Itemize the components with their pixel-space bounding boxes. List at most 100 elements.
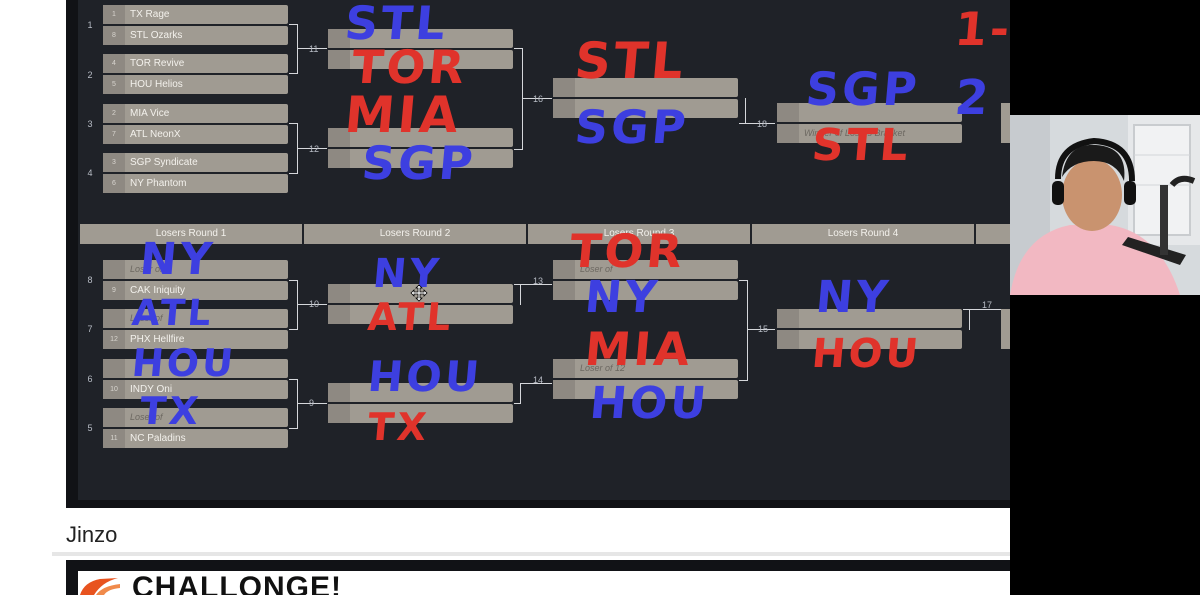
slot-placeholder: Loser of 12 [580,363,626,373]
seed-number [553,359,575,378]
bracket-connector [289,280,298,330]
slot-placeholder: Winner of Losers Bracket [804,128,905,138]
match-slot-bottom[interactable]: 7 ATL NeonX [103,125,288,144]
match-slot-top[interactable] [777,103,962,122]
match-number: 9 [309,398,315,408]
match-slot-bottom[interactable] [328,404,513,423]
annotation-ink: STL [809,120,914,171]
match-slot-top[interactable]: 4 TOR Revive [103,54,288,73]
bracket-connector [514,284,521,305]
annotation-ink: HOU [130,341,238,385]
match-slot-bottom[interactable] [553,281,738,300]
seed-number [777,124,799,143]
match-number: 15 [758,324,769,334]
annotation-ink: HOU [587,378,712,429]
winners-round-seat: 2 [87,70,93,80]
team-name: PHX Hellfire [130,334,185,345]
match-number: 14 [533,375,544,385]
annotation-ink: NY [582,272,662,323]
team-name: NY Phantom [130,178,187,189]
next-match-card-edge [1001,103,1010,143]
seed-number [328,50,350,69]
seed-number [553,260,575,279]
team-name: HOU Helios [130,79,183,90]
match-slot-bottom[interactable] [328,305,513,324]
match-slot-top[interactable] [777,309,962,328]
losers-round-seat: 6 [87,374,93,384]
next-match-card-edge [1001,309,1010,349]
match-card[interactable]: Loser of 12 [553,359,738,399]
next-embed-content [78,571,1010,595]
match-slot-top[interactable]: Loser of 12 [553,359,738,378]
match-slot-top[interactable] [553,78,738,97]
seed-number [328,284,350,303]
seed-number [328,305,350,324]
match-card[interactable] [777,309,962,349]
match-number: 17 [982,300,993,310]
match-slot-top[interactable] [328,383,513,402]
match-number: 18 [757,119,768,129]
match-card[interactable] [328,383,513,423]
bracket-connector [963,309,970,330]
match-slot-bottom[interactable]: 6 NY Phantom [103,174,288,193]
match-card[interactable] [553,78,738,118]
match-slot-top[interactable]: Loser of 4 [103,260,288,279]
slot-placeholder: Loser of [130,412,163,422]
match-card[interactable] [328,128,513,168]
seed-number: 6 [103,174,125,193]
match-slot-bottom[interactable] [328,50,513,69]
team-name: ATL NeonX [130,129,181,140]
match-slot-top[interactable] [328,29,513,48]
match-card[interactable]: Winner of Losers Bracket [777,103,962,143]
bracket-connector [289,24,298,74]
match-slot-bottom[interactable] [328,149,513,168]
slot-placeholder: Loser of [130,313,163,323]
seed-number [103,309,125,328]
team-name: INDY Oni [130,384,173,395]
match-slot-bottom[interactable] [553,380,738,399]
match-slot-bottom[interactable] [777,330,962,349]
team-name: TOR Revive [130,58,185,69]
annotation-ink: MIA [342,86,464,144]
match-card[interactable] [328,29,513,69]
seed-number: 7 [103,125,125,144]
round-header: Losers Round 1 [80,224,302,244]
team-name: TX Rage [130,9,170,20]
seed-number: 4 [103,54,125,73]
match-slot-top[interactable]: Loser of [103,309,288,328]
annotation-ink: SGP [572,100,691,154]
annotation-ink: SGP [803,62,922,116]
match-card[interactable]: Loser of [553,260,738,300]
streamer-webcam-image [1010,115,1200,295]
match-slot-top[interactable] [103,359,288,378]
annotation-ink: 2 [952,70,994,126]
move-cursor-icon [410,284,428,302]
bracket-connector [520,284,552,285]
match-slot-top[interactable] [328,128,513,147]
match-slot-bottom[interactable]: Winner of Losers Bracket [777,124,962,143]
bracket-connector [514,383,521,404]
annotation-ink: TOR [349,40,470,94]
match-slot-top[interactable]: Loser of [553,260,738,279]
match-slot-bottom[interactable] [553,99,738,118]
seed-number: 2 [103,104,125,123]
seed-number [553,281,575,300]
match-slot-top[interactable]: Loser of [103,408,288,427]
